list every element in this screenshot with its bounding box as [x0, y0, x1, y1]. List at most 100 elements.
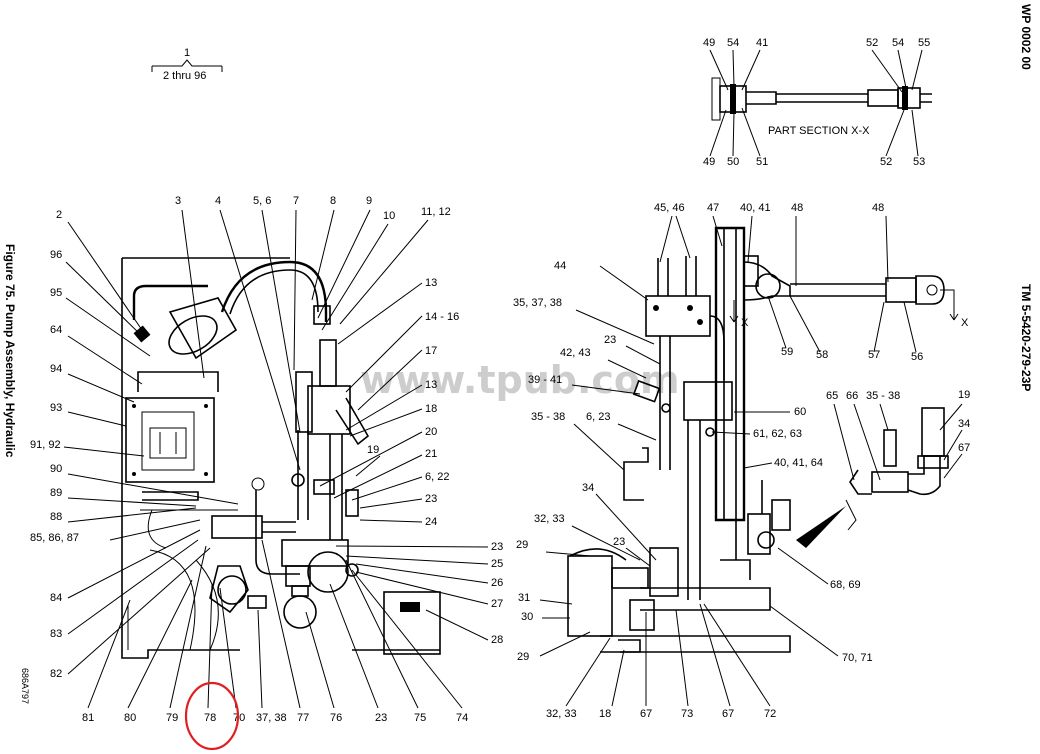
svg-text:49: 49: [703, 156, 715, 168]
svg-text:23: 23: [604, 334, 616, 346]
right-callouts: 45, 46 47 40, 41 48 48 44 35, 37, 38 23 …: [513, 202, 970, 720]
svg-text:19: 19: [367, 444, 379, 456]
svg-text:9: 9: [366, 195, 372, 207]
svg-text:2 thru 96: 2 thru 96: [163, 70, 206, 82]
svg-text:23: 23: [375, 712, 387, 724]
svg-text:11, 12: 11, 12: [421, 206, 451, 218]
svg-text:60: 60: [794, 406, 806, 418]
svg-text:78: 78: [204, 712, 216, 724]
svg-text:64: 64: [50, 324, 62, 336]
svg-text:PART SECTION X-X: PART SECTION X-X: [768, 125, 870, 137]
highlight-circle: [184, 681, 240, 751]
svg-text:67: 67: [958, 442, 970, 454]
right-pump-drawing: X X: [567, 226, 969, 653]
svg-text:52: 52: [880, 156, 892, 168]
svg-text:67: 67: [722, 708, 734, 720]
svg-text:93: 93: [50, 402, 62, 414]
svg-text:23: 23: [613, 536, 625, 548]
svg-text:40, 41, 64: 40, 41, 64: [774, 457, 823, 469]
svg-text:94: 94: [50, 363, 62, 375]
svg-text:19: 19: [958, 389, 970, 401]
svg-text:96: 96: [50, 249, 62, 261]
svg-text:68, 69: 68, 69: [830, 579, 861, 591]
svg-text:7: 7: [293, 195, 299, 207]
svg-text:29: 29: [516, 539, 528, 551]
svg-text:52: 52: [866, 37, 878, 49]
svg-text:13: 13: [425, 379, 437, 391]
svg-text:76: 76: [330, 712, 342, 724]
svg-text:95: 95: [50, 287, 62, 299]
svg-text:48: 48: [872, 202, 884, 214]
svg-text:1: 1: [184, 47, 190, 59]
svg-text:54: 54: [727, 37, 739, 49]
svg-text:8: 8: [330, 195, 336, 207]
figure-caption: Figure 75. Pump Assembly, Hydraulic: [3, 244, 17, 458]
svg-text:47: 47: [707, 202, 719, 214]
svg-text:35 - 38: 35 - 38: [866, 390, 900, 402]
svg-text:84: 84: [50, 592, 62, 604]
svg-text:48: 48: [791, 202, 803, 214]
svg-text:32, 33: 32, 33: [546, 708, 577, 720]
svg-text:65: 65: [826, 390, 838, 402]
svg-text:20: 20: [425, 426, 437, 438]
svg-text:2: 2: [56, 209, 62, 221]
svg-text:35, 37, 38: 35, 37, 38: [513, 297, 562, 309]
svg-text:18: 18: [425, 403, 437, 415]
svg-text:40, 41: 40, 41: [740, 202, 771, 214]
svg-text:66: 66: [846, 390, 858, 402]
svg-text:57: 57: [868, 349, 880, 361]
left-pump-drawing: [121, 257, 441, 659]
svg-text:58: 58: [816, 349, 828, 361]
watermark: www.tpub.com: [360, 358, 680, 402]
svg-text:67: 67: [640, 708, 652, 720]
svg-text:X: X: [741, 317, 749, 329]
svg-text:X: X: [961, 317, 969, 329]
svg-text:14 - 16: 14 - 16: [425, 311, 459, 323]
svg-text:6, 23: 6, 23: [586, 411, 610, 423]
tm-number: TM 5-5420-279-23P: [1019, 284, 1033, 391]
svg-text:34: 34: [958, 418, 970, 430]
svg-text:79: 79: [166, 712, 178, 724]
svg-text:39 - 41: 39 - 41: [528, 374, 562, 386]
svg-text:83: 83: [50, 628, 62, 640]
svg-text:37, 38: 37, 38: [256, 712, 287, 724]
svg-text:82: 82: [50, 668, 62, 680]
svg-text:41: 41: [756, 37, 768, 49]
svg-text:3: 3: [175, 195, 181, 207]
svg-text:70: 70: [233, 712, 245, 724]
top-index: 1 2 thru 96: [151, 47, 223, 82]
svg-text:45, 46: 45, 46: [654, 202, 685, 214]
svg-text:56: 56: [911, 351, 923, 363]
svg-text:17: 17: [425, 345, 437, 357]
svg-text:31: 31: [518, 592, 530, 604]
svg-text:85, 86, 87: 85, 86, 87: [30, 532, 79, 544]
svg-text:70, 71: 70, 71: [842, 652, 873, 664]
svg-text:5, 6: 5, 6: [253, 195, 271, 207]
svg-text:90: 90: [50, 463, 62, 475]
svg-text:44: 44: [554, 260, 566, 272]
svg-text:13: 13: [425, 277, 437, 289]
svg-text:55: 55: [918, 37, 930, 49]
svg-text:28: 28: [491, 634, 503, 646]
svg-text:24: 24: [425, 516, 437, 528]
image-code: 686A797: [20, 668, 30, 704]
svg-text:50: 50: [727, 156, 739, 168]
svg-text:73: 73: [681, 708, 693, 720]
svg-text:74: 74: [456, 712, 468, 724]
svg-text:88: 88: [50, 511, 62, 523]
svg-text:23: 23: [491, 541, 503, 553]
svg-text:61, 62, 63: 61, 62, 63: [753, 428, 802, 440]
svg-text:81: 81: [82, 712, 94, 724]
svg-text:59: 59: [781, 346, 793, 358]
svg-text:35 - 38: 35 - 38: [531, 411, 565, 423]
svg-text:21: 21: [425, 448, 437, 460]
svg-text:42, 43: 42, 43: [560, 347, 591, 359]
section-callouts: 49 54 41 52 54 55 49 50 51 52 53: [703, 37, 930, 168]
svg-text:26: 26: [491, 577, 503, 589]
svg-text:49: 49: [703, 37, 715, 49]
part-section-drawing: PART SECTION X-X: [711, 77, 932, 137]
svg-text:4: 4: [215, 195, 221, 207]
svg-text:72: 72: [764, 708, 776, 720]
svg-text:10: 10: [383, 210, 395, 222]
